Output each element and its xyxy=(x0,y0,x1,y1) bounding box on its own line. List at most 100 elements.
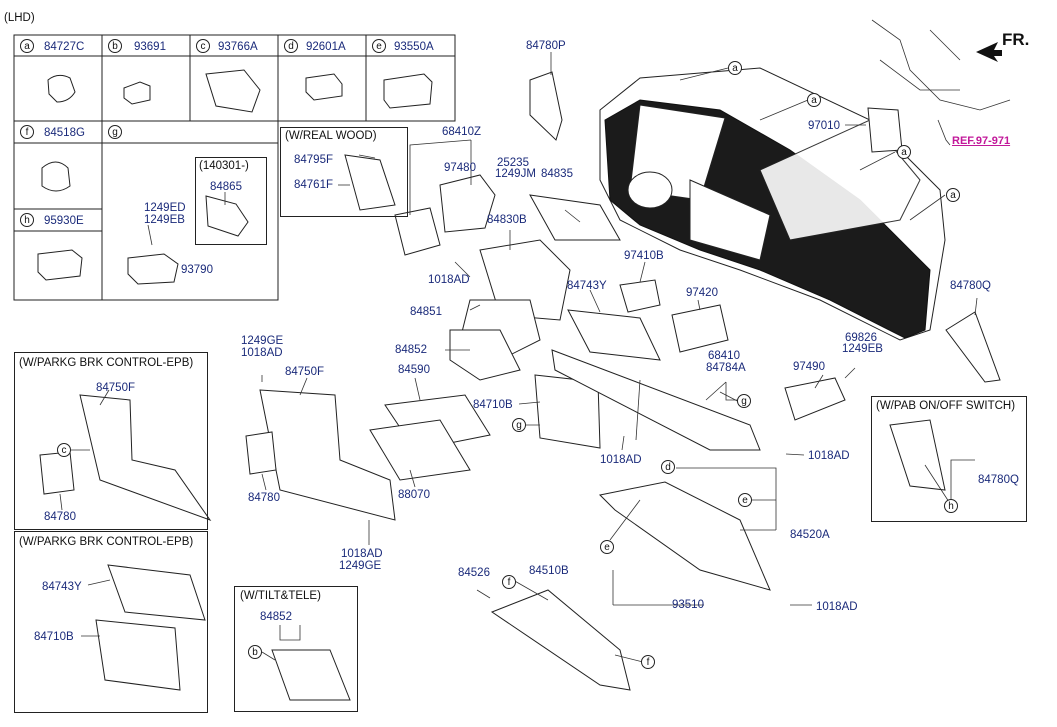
callout-f-2: f xyxy=(641,655,655,669)
part-1018ad-e: 1018AD xyxy=(341,548,383,560)
part-1018ad-f: 1018AD xyxy=(816,601,858,613)
callout-g-1: g xyxy=(512,418,526,432)
inset-real-wood-title: (W/REAL WOOD) xyxy=(285,130,377,142)
side-cover-84780q xyxy=(945,311,1001,383)
g-date-label: (140301-) xyxy=(199,160,249,172)
callout-c-epb: c xyxy=(57,443,71,457)
front-direction-label: FR. xyxy=(1002,30,1030,49)
inset-epb2-title: (W/PARKG BRK CONTROL-EPB) xyxy=(19,536,194,548)
garnish-68410 xyxy=(551,349,761,451)
epb2-part-84710b: 84710B xyxy=(34,631,74,643)
inset-pab-title: (W/PAB ON/OFF SWITCH) xyxy=(876,400,1016,412)
part-84784a: 84784A xyxy=(706,362,746,374)
part-84780p: 84780P xyxy=(526,40,566,52)
glovebox-84510b xyxy=(490,589,631,691)
part-97410b: 97410B xyxy=(624,250,664,262)
part-1249ge-b: 1249GE xyxy=(339,560,382,572)
part-84526: 84526 xyxy=(458,567,490,579)
inset-epb-1 xyxy=(14,352,208,530)
pab-switch-cover xyxy=(889,419,946,491)
legend-part-e: 93550A xyxy=(394,41,434,53)
part-84520a: 84520A xyxy=(790,529,830,541)
wood-trim-sketch xyxy=(344,154,396,211)
callout-h: h xyxy=(20,213,34,227)
part-69826: 69826 xyxy=(845,332,877,344)
callout-a: a xyxy=(20,39,34,53)
panel-84852 xyxy=(449,329,521,381)
part-97420: 97420 xyxy=(686,287,718,299)
inset-real-wood xyxy=(280,127,408,217)
garnish-68410z xyxy=(394,207,441,256)
part-1249eb: 1249EB xyxy=(842,343,883,355)
callout-e-1: e xyxy=(738,493,752,507)
variant-label: (LHD) xyxy=(4,12,35,24)
callout-d: d xyxy=(284,39,298,53)
g-part-84865: 84865 xyxy=(210,181,242,193)
part-97490: 97490 xyxy=(793,361,825,373)
callout-a-1: a xyxy=(728,61,742,75)
part-1018ad-c: 1018AD xyxy=(808,450,850,462)
inset-epb1-title: (W/PARKG BRK CONTROL-EPB) xyxy=(19,357,194,369)
callout-g: g xyxy=(108,125,122,139)
part-84750f: 84750F xyxy=(285,366,325,378)
callout-a-3: a xyxy=(897,145,911,159)
pillar-trim-84780p xyxy=(529,71,563,141)
legend-part-h: 95930E xyxy=(44,215,84,227)
g-part-1249ed: 1249ED xyxy=(144,202,186,214)
callout-a-4: a xyxy=(946,188,960,202)
part-84510b: 84510B xyxy=(529,565,569,577)
callout-d-1: d xyxy=(661,460,675,474)
g-part-1249eb: 1249EB xyxy=(144,214,185,226)
part-25235: 25235 xyxy=(497,157,529,169)
callout-f-1: f xyxy=(502,575,516,589)
part-93510: 93510 xyxy=(672,599,704,611)
part-97010: 97010 xyxy=(808,120,840,132)
part-1018ad-b: 1018AD xyxy=(241,347,283,359)
part-84835: 84835 xyxy=(541,168,573,180)
epb1-part-84750f: 84750F xyxy=(96,382,136,394)
lower-panel-84750f xyxy=(259,389,396,521)
part-84710b: 84710B xyxy=(473,399,513,411)
glovebox-housing-84520a xyxy=(598,481,771,591)
pab-part-84780q: 84780Q xyxy=(978,474,1019,486)
callout-b: b xyxy=(108,39,122,53)
inset-tilt-title: (W/TILT&TELE) xyxy=(240,590,321,602)
inset-epb-2 xyxy=(14,531,208,713)
callout-b-tilt: b xyxy=(248,645,262,659)
side-vent-97010 xyxy=(867,107,903,153)
inset-pab xyxy=(871,396,1027,522)
inset-g-date xyxy=(195,157,267,245)
front-arrow-icon xyxy=(976,42,1002,62)
part-1018ad-a: 1018AD xyxy=(428,274,470,286)
leader-lines xyxy=(59,52,978,663)
legend-part-sketches xyxy=(37,69,433,285)
part-84743y: 84743Y xyxy=(567,280,607,292)
legend-table-grid xyxy=(13,34,456,301)
callout-a-2: a xyxy=(807,93,821,107)
epb2-part-84743y: 84743Y xyxy=(42,581,82,593)
epb-lower-sketch xyxy=(95,619,181,691)
reference-link[interactable]: REF.97-971 xyxy=(952,135,1011,147)
part-84851: 84851 xyxy=(410,306,442,318)
callout-e-2: e xyxy=(600,540,614,554)
vent-97480 xyxy=(439,174,496,233)
part-84795f: 84795F xyxy=(294,154,334,166)
callout-f: f xyxy=(20,125,34,139)
bracket-88070 xyxy=(369,419,471,481)
part-97480: 97480 xyxy=(444,162,476,174)
cover-84780 xyxy=(245,431,277,475)
callout-c: c xyxy=(196,39,210,53)
epb-panel-sketch xyxy=(79,394,212,522)
reference-sketch xyxy=(871,19,1011,111)
tilt-part-84852: 84852 xyxy=(260,611,292,623)
legend-part-b: 93691 xyxy=(134,41,166,53)
part-84761f: 84761F xyxy=(294,179,334,191)
part-84852: 84852 xyxy=(395,344,427,356)
g-part-93790: 93790 xyxy=(181,264,213,276)
part-1018ad-d: 1018AD xyxy=(600,454,642,466)
epb1-part-84780: 84780 xyxy=(44,511,76,523)
vent-97490 xyxy=(784,377,846,421)
part-84780q: 84780Q xyxy=(950,280,991,292)
legend-part-d: 92601A xyxy=(306,41,346,53)
